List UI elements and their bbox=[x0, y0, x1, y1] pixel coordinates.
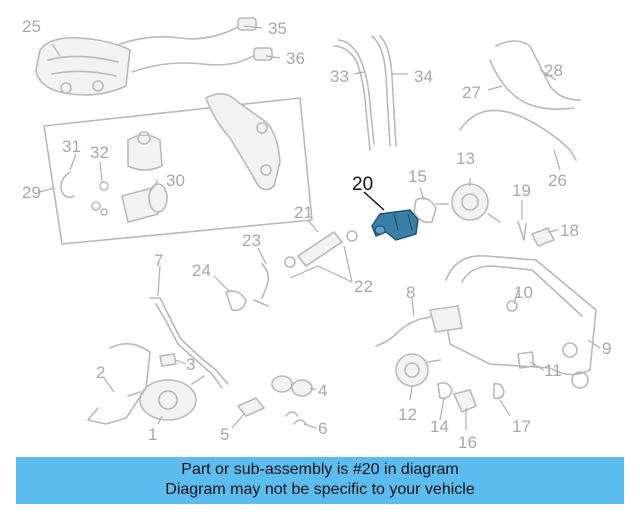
part-35-sensor bbox=[119, 17, 257, 45]
callout-5: 5 bbox=[220, 425, 229, 444]
callout-31: 31 bbox=[62, 137, 81, 156]
callout-32: 32 bbox=[90, 143, 109, 162]
part-3-connector bbox=[159, 353, 177, 367]
part-36-sensor bbox=[131, 47, 273, 73]
callout-7: 7 bbox=[154, 251, 163, 270]
callout-19: 19 bbox=[512, 181, 531, 200]
callout-11: 11 bbox=[544, 361, 562, 380]
part-bracket bbox=[205, 93, 281, 191]
callout-16: 16 bbox=[458, 433, 477, 452]
part-30-valve bbox=[121, 183, 168, 223]
callout-15: 15 bbox=[408, 167, 427, 186]
callout-18: 18 bbox=[560, 221, 579, 240]
callout-10: 10 bbox=[514, 283, 533, 302]
part-20-highlighted bbox=[371, 209, 419, 241]
callout-26: 26 bbox=[548, 171, 567, 190]
callout-6: 6 bbox=[318, 419, 327, 438]
part-13-valve bbox=[435, 183, 501, 223]
part-34-pipe bbox=[371, 35, 397, 147]
callout-25: 25 bbox=[22, 17, 41, 36]
part-22-clamps bbox=[284, 230, 358, 268]
part-11-gasket bbox=[517, 351, 535, 369]
callout-33: 33 bbox=[330, 67, 349, 86]
callout-14: 14 bbox=[430, 417, 449, 436]
part-2-bracket bbox=[87, 343, 151, 425]
part-28-pipe bbox=[495, 40, 581, 101]
part-18-fitting bbox=[530, 226, 556, 248]
callout-27: 27 bbox=[462, 83, 481, 102]
part-12-valve bbox=[395, 353, 441, 387]
info-banner: Part or sub-assembly is #20 in diagram D… bbox=[16, 457, 624, 504]
part-10-fitting bbox=[506, 300, 518, 312]
banner-line-2: Diagram may not be specific to your vehi… bbox=[165, 481, 475, 498]
part-23-hose bbox=[253, 263, 270, 307]
callout-23: 23 bbox=[242, 231, 261, 250]
callout-30: 30 bbox=[166, 171, 185, 190]
part-31-hose bbox=[60, 171, 75, 199]
part-32-clamps bbox=[91, 181, 109, 216]
part-8-pipe bbox=[375, 305, 463, 347]
callout-24: 24 bbox=[192, 261, 211, 280]
part-17-gasket bbox=[493, 382, 505, 400]
callout-22: 22 bbox=[354, 277, 373, 296]
callout-28: 28 bbox=[544, 61, 563, 80]
callout-17: 17 bbox=[512, 417, 531, 436]
part-24-gasket bbox=[225, 290, 247, 312]
callout-labels: 25 35 36 33 34 27 28 26 31 32 29 30 13 1… bbox=[22, 17, 611, 452]
callout-34: 34 bbox=[414, 67, 433, 86]
part-16-fitting bbox=[452, 389, 478, 414]
part-6-clamps bbox=[285, 411, 307, 425]
callout-21: 21 bbox=[294, 203, 313, 222]
callout-4: 4 bbox=[318, 381, 327, 400]
callout-35: 35 bbox=[268, 19, 287, 38]
callout-13: 13 bbox=[456, 149, 475, 168]
part-21-hose bbox=[296, 230, 344, 268]
part-9-pipe-assembly bbox=[445, 255, 597, 389]
part-33-pipe bbox=[333, 39, 375, 151]
callout-12: 12 bbox=[398, 405, 417, 424]
callout-3: 3 bbox=[186, 355, 195, 374]
part-5-hose bbox=[236, 397, 266, 417]
part-25-manifold bbox=[35, 36, 131, 96]
callout-8: 8 bbox=[406, 283, 415, 302]
callout-20: 20 bbox=[352, 174, 373, 195]
banner-line-1: Part or sub-assembly is #20 in diagram bbox=[181, 461, 459, 478]
parts-diagram: 25 35 36 33 34 27 28 26 31 32 29 30 13 1… bbox=[22, 17, 611, 452]
part-27-pipe bbox=[459, 59, 577, 161]
part-7-pipe bbox=[149, 297, 229, 389]
callout-29: 29 bbox=[22, 183, 41, 202]
callout-36: 36 bbox=[286, 49, 305, 68]
part-1-air-pump bbox=[127, 375, 205, 421]
part-19-clip bbox=[517, 221, 527, 241]
callout-1: 1 bbox=[148, 425, 157, 444]
part-14-gasket bbox=[437, 382, 453, 400]
callout-2: 2 bbox=[96, 363, 105, 382]
callout-9: 9 bbox=[602, 339, 611, 358]
part-4-fitting bbox=[271, 375, 313, 397]
leader-lines bbox=[39, 25, 601, 430]
part-valve-assembly bbox=[127, 131, 163, 171]
